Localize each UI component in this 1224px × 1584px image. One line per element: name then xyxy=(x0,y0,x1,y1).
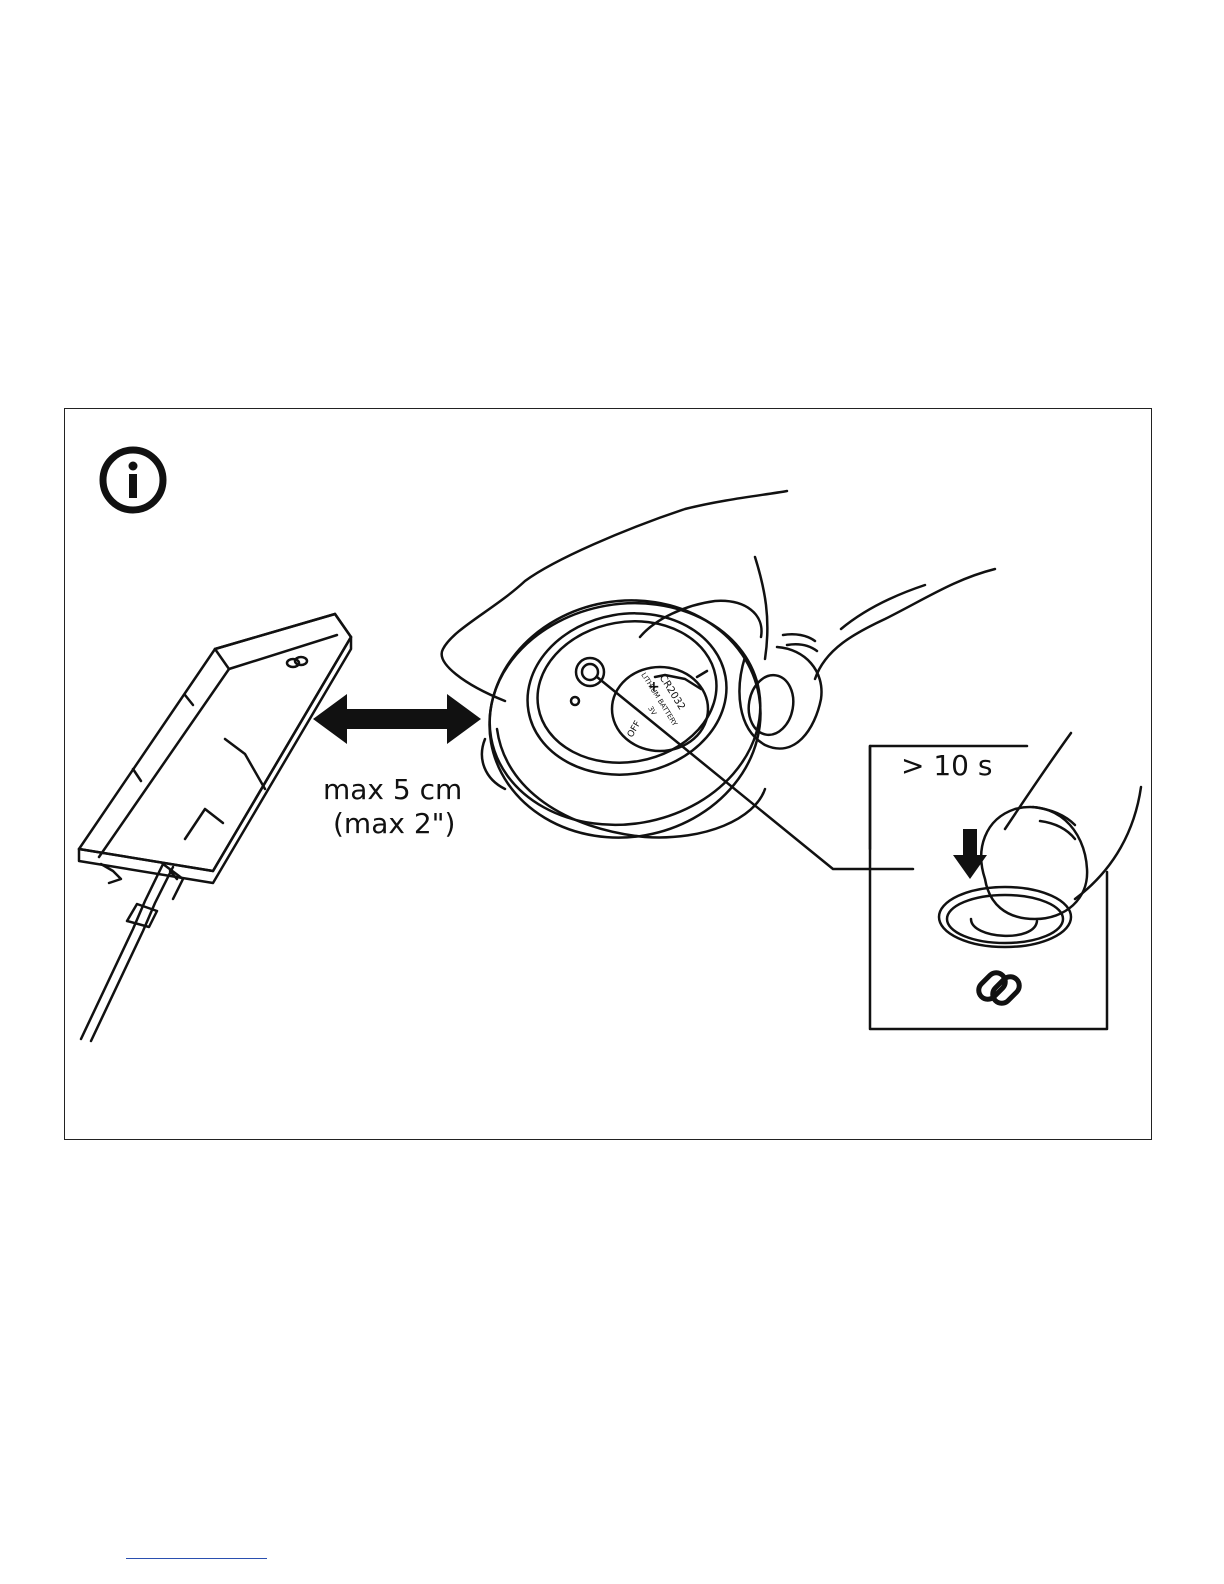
driver-unit xyxy=(79,614,351,883)
info-icon xyxy=(103,450,163,510)
battery-voltage-text: 3V xyxy=(646,705,658,717)
link-icon xyxy=(975,969,1023,1007)
off-text: OFF xyxy=(626,719,643,739)
remote-control xyxy=(471,579,780,859)
distance-label-line2: (max 2") xyxy=(333,807,455,841)
battery-polarity-text: + xyxy=(648,679,660,695)
distance-arrow-icon xyxy=(313,694,481,744)
illustration-frame: CR2032 LITHIUM BATTERY 3V + OFF xyxy=(64,408,1152,1140)
press-time-label: > 10 s xyxy=(901,749,992,783)
hand xyxy=(442,491,995,789)
footer-rule xyxy=(126,1558,267,1559)
distance-label-line1: max 5 cm xyxy=(323,773,462,807)
cable xyxy=(81,864,183,1041)
